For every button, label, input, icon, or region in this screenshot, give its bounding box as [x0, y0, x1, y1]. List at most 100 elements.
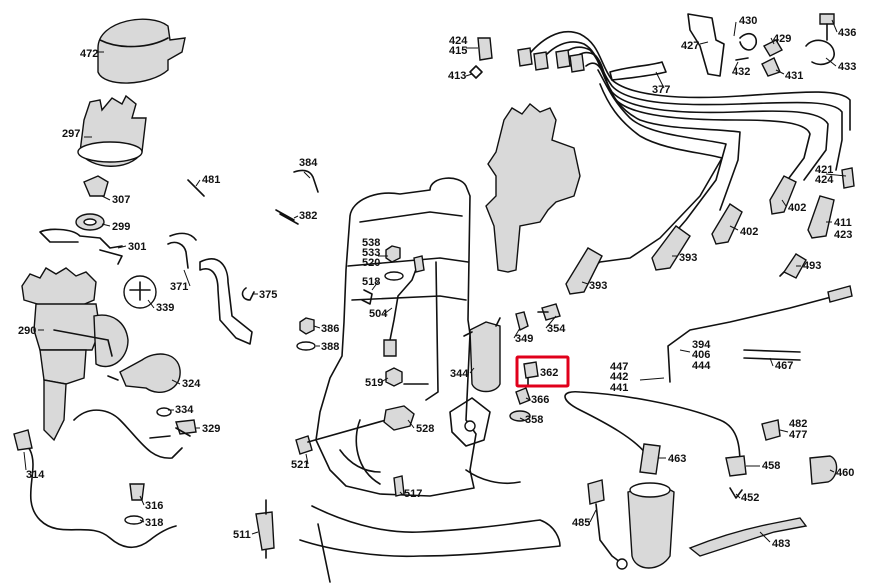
label-447[interactable]: 447	[610, 361, 628, 373]
label-354[interactable]: 354	[547, 323, 566, 335]
sensor-344[interactable]	[463, 317, 501, 393]
clip-334[interactable]	[156, 407, 172, 417]
oxygen-sensor-cable-394[interactable]	[667, 285, 853, 383]
bolt-431[interactable]	[761, 57, 781, 77]
label-375[interactable]: 375	[259, 289, 277, 301]
nut-386[interactable]	[299, 317, 315, 335]
ground-strap-483[interactable]	[688, 517, 808, 557]
hose-371[interactable]	[167, 232, 197, 269]
clamp-433[interactable]	[805, 39, 835, 66]
label-504[interactable]: 504	[369, 308, 388, 320]
screw-316[interactable]	[129, 483, 145, 501]
label-316[interactable]: 316	[145, 500, 163, 512]
bolt-436[interactable]	[819, 13, 835, 41]
label-386[interactable]: 386	[321, 323, 339, 335]
cap-421[interactable]	[841, 167, 855, 189]
connector-458[interactable]	[725, 455, 747, 477]
clamp-339[interactable]	[123, 275, 157, 309]
clip-452[interactable]	[729, 487, 743, 499]
label-467[interactable]: 467	[775, 360, 793, 372]
label-307[interactable]: 307	[112, 194, 130, 206]
label-415[interactable]: 415	[449, 45, 467, 57]
label-393b[interactable]: 393	[589, 280, 607, 292]
label-436[interactable]: 436	[838, 27, 856, 39]
label-382[interactable]: 382	[299, 210, 317, 222]
label-344[interactable]: 344	[450, 368, 469, 380]
ignition-coil[interactable]	[627, 482, 675, 569]
washer-366[interactable]	[515, 387, 531, 405]
bracket-528[interactable]	[383, 405, 415, 431]
label-424[interactable]: 424	[449, 35, 468, 47]
label-421[interactable]: 421	[815, 164, 833, 176]
plug-connector-402b[interactable]	[711, 203, 743, 245]
bolt-521[interactable]	[295, 419, 387, 455]
distributor-290[interactable]	[21, 267, 129, 442]
clamp-432[interactable]	[735, 57, 749, 61]
label-301[interactable]: 301	[128, 241, 146, 253]
label-339[interactable]: 339	[156, 302, 174, 314]
label-528[interactable]: 528	[416, 423, 434, 435]
label-460[interactable]: 460	[836, 467, 854, 479]
label-314[interactable]: 314	[26, 469, 45, 481]
bolt-429[interactable]	[763, 39, 783, 57]
label-493[interactable]: 493	[803, 260, 821, 272]
label-366[interactable]: 366	[531, 394, 549, 406]
label-463[interactable]: 463	[668, 453, 686, 465]
label-402a[interactable]: 402	[788, 202, 806, 214]
label-519[interactable]: 519	[365, 377, 383, 389]
seal-299[interactable]	[75, 213, 105, 231]
label-521[interactable]: 521	[291, 459, 309, 471]
washer-318[interactable]	[124, 515, 144, 525]
spark-plug-493[interactable]	[779, 253, 807, 279]
plug-connector-393a[interactable]	[651, 225, 691, 271]
label-290[interactable]: 290	[18, 325, 36, 337]
hose-384[interactable]	[293, 169, 319, 193]
label-538[interactable]: 538	[362, 237, 380, 249]
clip-301[interactable]	[39, 228, 123, 265]
clip-413[interactable]	[469, 65, 483, 79]
nut-538[interactable]	[384, 245, 404, 281]
label-431[interactable]: 431	[785, 70, 803, 82]
label-429[interactable]: 429	[773, 33, 791, 45]
clip-375[interactable]	[241, 287, 255, 301]
resistor-485[interactable]	[587, 479, 628, 570]
connector-511[interactable]	[255, 499, 275, 559]
connector-460[interactable]	[809, 455, 838, 485]
label-413[interactable]: 413	[448, 70, 466, 82]
label-483[interactable]: 483	[772, 538, 790, 550]
label-349[interactable]: 349	[515, 333, 533, 345]
distributor-cap-297[interactable]	[77, 94, 147, 167]
label-511[interactable]: 511	[233, 529, 251, 541]
plug-connector-402a[interactable]	[769, 175, 797, 215]
label-388[interactable]: 388	[321, 341, 339, 353]
vacuum-unit-324[interactable]	[107, 353, 181, 393]
label-452[interactable]: 452	[741, 492, 759, 504]
label-424b[interactable]: 424	[815, 174, 834, 186]
screw-354[interactable]	[537, 303, 561, 321]
plug-424[interactable]	[477, 37, 493, 61]
label-334[interactable]: 334	[175, 404, 194, 416]
screw-481[interactable]	[187, 179, 205, 197]
label-444[interactable]: 444	[692, 360, 711, 372]
label-411[interactable]: 411	[834, 217, 852, 229]
label-402b[interactable]: 402	[740, 226, 758, 238]
label-442[interactable]: 442	[610, 371, 628, 383]
label-358[interactable]: 358	[525, 414, 543, 426]
label-384[interactable]: 384	[299, 157, 318, 169]
clip-430[interactable]	[739, 32, 758, 51]
label-481[interactable]: 481	[202, 174, 220, 186]
distributor-cap-472[interactable]	[97, 18, 186, 84]
plug-362[interactable]	[523, 361, 539, 387]
washer-388[interactable]	[296, 341, 316, 351]
pipe-467[interactable]	[743, 349, 801, 361]
label-423[interactable]: 423	[834, 229, 852, 241]
bracket-518[interactable]	[361, 289, 373, 305]
label-517[interactable]: 517	[404, 488, 422, 500]
label-324[interactable]: 324	[182, 378, 201, 390]
label-371[interactable]: 371	[170, 281, 188, 293]
label-432[interactable]: 432	[732, 66, 750, 78]
label-482[interactable]: 482	[789, 418, 807, 430]
label-485[interactable]: 485	[572, 517, 590, 529]
connector-482[interactable]	[761, 419, 781, 441]
plug-517[interactable]	[393, 475, 405, 497]
